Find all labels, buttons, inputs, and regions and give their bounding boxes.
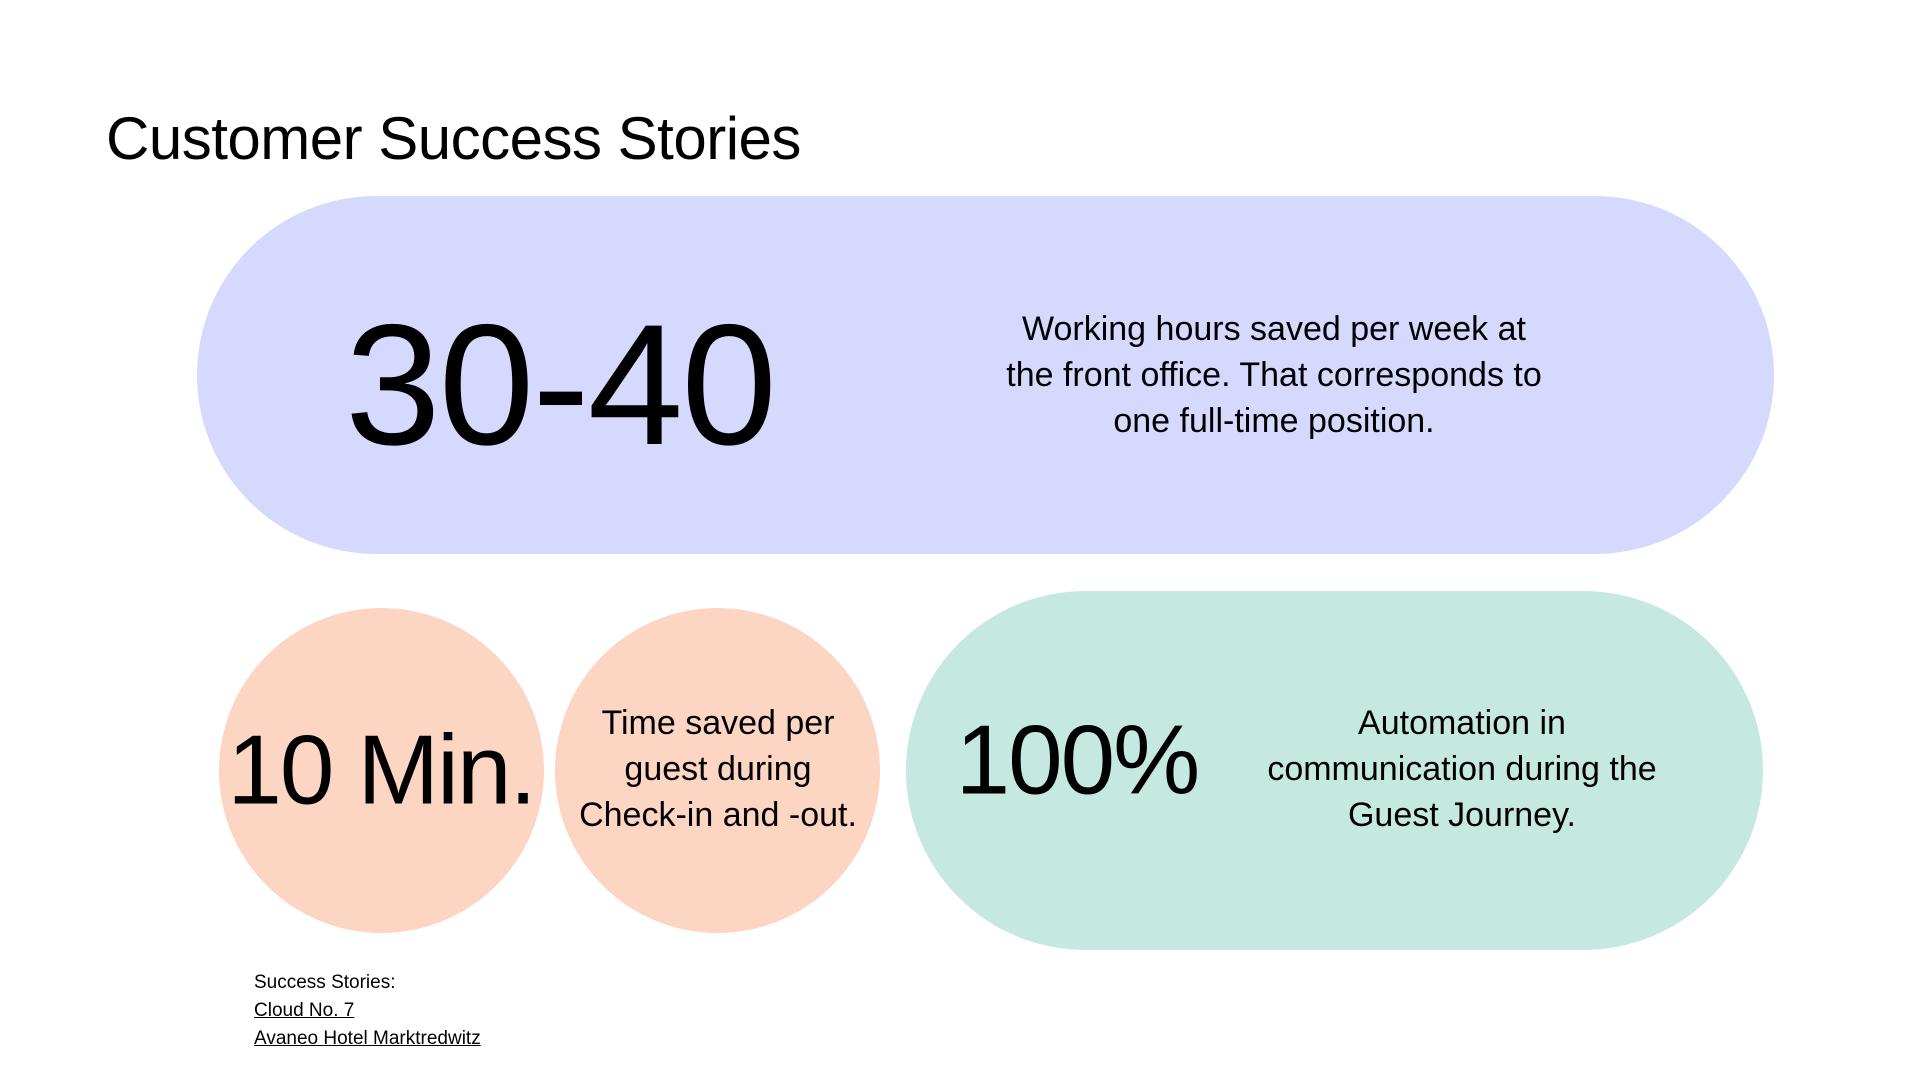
footer-sources: Success Stories: Cloud No. 7 Avaneo Hote… (254, 969, 481, 1053)
stat-description-automation: Automation in communication during the G… (1267, 704, 1657, 834)
stat-card-hours (197, 196, 1774, 554)
footer-label: Success Stories: (254, 972, 396, 993)
link-avaneo-hotel[interactable]: Avaneo Hotel Marktredwitz (254, 1028, 481, 1049)
stat-value-hours: 30-40 (345, 289, 777, 481)
stat-circle-minutes (219, 608, 544, 933)
page-title: Customer Success Stories (106, 105, 801, 172)
stat-description-minutes: Time saved per guest during Check-in and… (579, 704, 857, 834)
stat-circle-minutes-description (555, 608, 880, 933)
stat-value-automation: 100% (955, 704, 1201, 815)
stat-card-automation (906, 591, 1763, 950)
link-cloud-no-7[interactable]: Cloud No. 7 (254, 1000, 355, 1021)
stat-value-minutes: 10 Min. (227, 714, 536, 825)
stat-description-hours: Working hours saved per week at the fron… (1006, 310, 1542, 440)
